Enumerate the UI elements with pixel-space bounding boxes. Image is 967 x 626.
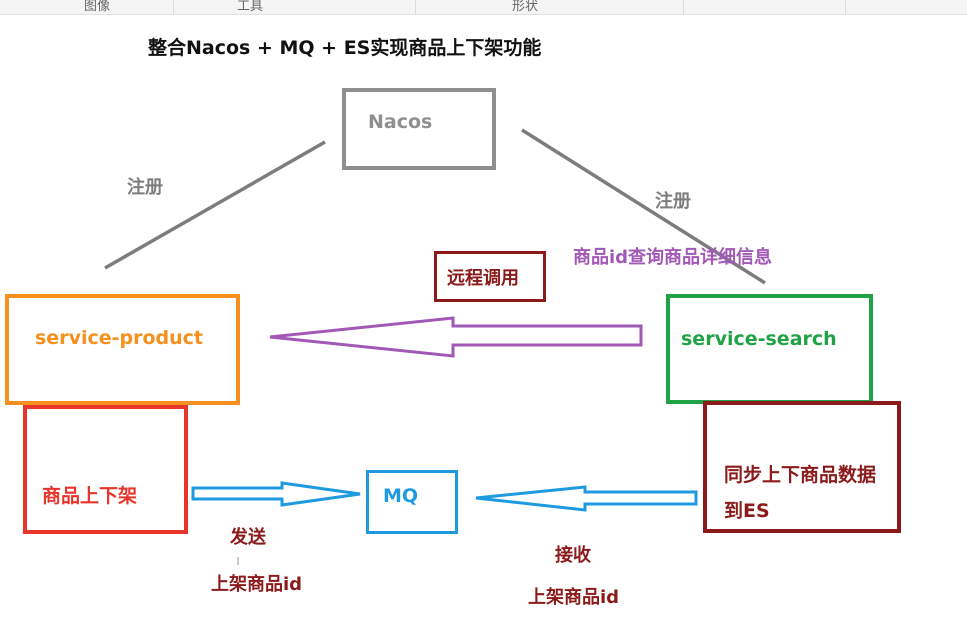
remote-call-box [434,251,546,302]
receive-label: 接收 [555,545,591,566]
send-label: 发送 [230,527,266,548]
receive-payload-label: 上架商品id [528,587,620,608]
goods-onoff-box [23,405,188,534]
sync-es-label-line2: 到ES [724,500,770,522]
menu-tab-image[interactable]: 图像 [84,0,111,14]
register-label-left: 注册 [127,177,163,198]
mq-box [366,470,458,534]
nacos-box [342,88,496,170]
register-label-right: 注册 [655,191,691,212]
menu-tab-tools[interactable]: 工具 [237,0,264,14]
service-product-label: service-product [35,327,203,349]
goods-onoff-label: 商品上下架 [42,485,138,507]
send-payload-label: 上架商品id [211,574,303,595]
mq-label: MQ [383,485,419,507]
menu-divider [173,0,174,14]
remote-call-arrow [269,316,643,358]
sync-es-box [703,401,901,533]
service-search-label: service-search [681,328,837,350]
diagram-title: 整合Nacos + MQ + ES实现商品上下架功能 [148,37,542,59]
send-arrow [191,481,361,507]
menu-bar: 图像 工具 形状 [0,0,967,15]
receive-arrow [475,485,698,512]
nacos-label: Nacos [368,111,433,133]
menu-divider [683,0,684,14]
menu-divider [415,0,416,14]
remote-call-label: 远程调用 [447,268,519,289]
register-line-right [521,128,766,285]
query-detail-label: 商品id查询商品详细信息 [573,247,773,268]
service-product-box [5,294,240,405]
sync-es-label-line1: 同步上下商品数据 [724,464,877,486]
menu-divider [845,0,846,14]
register-line-left [104,140,326,270]
menu-tab-shapes[interactable]: 形状 [512,0,539,14]
